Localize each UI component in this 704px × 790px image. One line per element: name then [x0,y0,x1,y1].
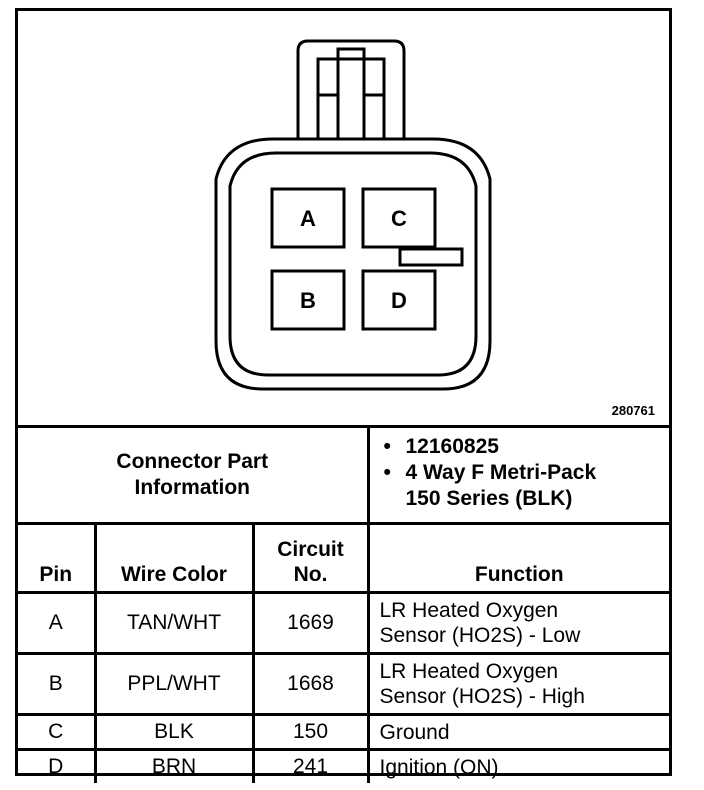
cavity-label-a: A [300,206,316,231]
table-row: B PPL/WHT 1668 LR Heated Oxygen Sensor (… [18,652,669,716]
header-pin: Pin [18,522,97,594]
cell-pin: A [18,591,97,655]
table-row: D BRN 241 Ignition (ON) [18,748,669,783]
connector-drawing: A C B D [214,39,492,391]
connector-info-row: Connector Part Information •12160825 •4 … [18,425,669,525]
cavity-label-d: D [391,288,407,313]
cavity-label-b: B [300,288,316,313]
connector-info-label: Connector Part Information [18,425,370,525]
cell-pin: B [18,652,97,716]
connector-figure: A C B D 280761 [18,11,669,425]
info-item: •12160825 [383,435,499,458]
cell-function: Ignition (ON) [366,748,669,783]
header-row: Pin Wire Color Circuit No. Function [18,522,669,594]
connector-key [398,247,464,267]
connector-body-inner [228,151,478,377]
diagram-frame: A C B D 280761 Connector Part Informatio… [15,8,672,783]
info-item: •4 Way F Metri-Pack [383,461,597,484]
table-row: C BLK 150 Ground [18,713,669,751]
cell-circuit: 241 [251,748,370,783]
cell-circuit: 1669 [251,591,370,655]
bullet-icon: • [383,461,391,484]
cell-wire-color: BLK [93,713,255,751]
table-row: A TAN/WHT 1669 LR Heated Oxygen Sensor (… [18,591,669,655]
cavity-c [361,187,437,249]
cell-function: Ground [366,713,669,751]
info-label-line1: Connector Part [116,450,269,473]
cavity-b [270,269,346,331]
cell-circuit: 150 [251,713,370,751]
connector-info-list: •12160825 •4 Way F Metri-Pack 150 Series… [366,425,669,525]
header-function: Function [366,522,669,594]
cavity-a [270,187,346,249]
info-item: 150 Series (BLK) [405,487,573,510]
bullet-icon: • [383,435,391,458]
cell-function: LR Heated Oxygen Sensor (HO2S) - High [366,652,669,716]
cell-wire-color: PPL/WHT [93,652,255,716]
connector-latch [296,39,406,141]
header-wire-color: Wire Color [93,522,255,594]
connector-table: Connector Part Information •12160825 •4 … [18,425,669,783]
header-circuit: Circuit No. [251,522,370,594]
cavity-d [361,269,437,331]
cavity-label-c: C [391,206,407,231]
cell-wire-color: TAN/WHT [93,591,255,655]
cell-function: LR Heated Oxygen Sensor (HO2S) - Low [366,591,669,655]
figure-id: 280761 [611,403,655,418]
info-label-line2: Information [134,476,251,499]
cell-circuit: 1668 [251,652,370,716]
cell-wire-color: BRN [93,748,255,783]
cell-pin: C [18,713,97,751]
cell-pin: D [18,748,97,783]
